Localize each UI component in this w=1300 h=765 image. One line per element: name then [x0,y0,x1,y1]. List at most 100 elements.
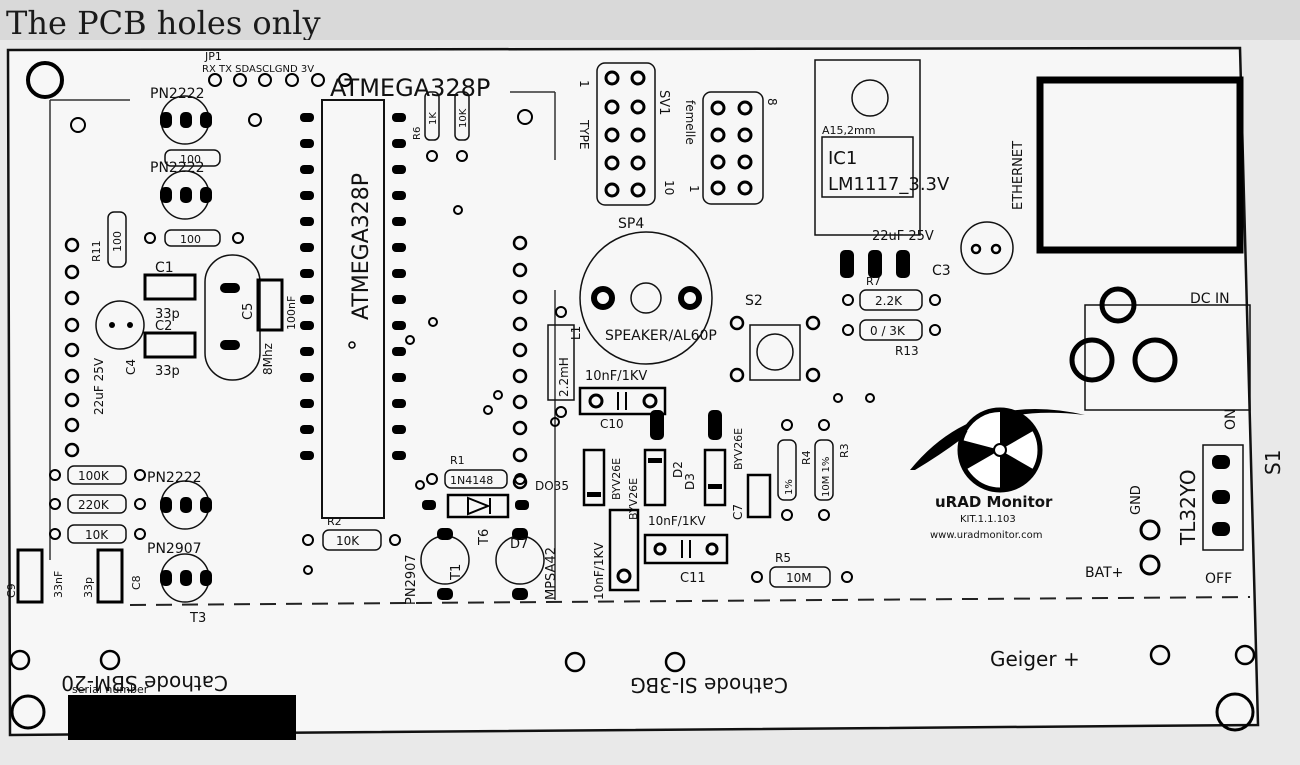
r13-label: R13 [895,344,919,358]
sv1-type-label: TYPE [577,119,591,149]
c-left-value: 10nF/1KV [592,542,606,600]
speaker-label: SPEAKER/AL60P [605,328,717,344]
urad-name: uRAD Monitor [935,493,1053,511]
s1-label: S1 [1261,450,1285,475]
s1-switch [1202,444,1244,551]
transistor-pn2222-b [160,170,212,220]
pn2907-label: PN2907 [404,554,419,605]
c5-value: 100nF [285,296,298,330]
r6-label: R6 [412,127,423,140]
r5-label: R5 [775,551,791,565]
sp4-label: SP4 [618,216,644,232]
t3-label: T3 [189,611,206,626]
r7-label: R7 [866,275,881,288]
board-outline [6,46,1260,737]
off-label: OFF [1205,571,1232,587]
r11-label: R11 [90,240,103,262]
s2-label: S2 [745,293,763,309]
r-220k: 220K [78,498,110,512]
c8-label: C8 [130,575,143,590]
c10-value: 10nF/1KV [585,369,647,384]
d7-label: D7 [510,537,528,552]
c2-value: 33p [155,364,180,379]
c1-value: 33p [155,307,180,322]
jp1-header [208,73,352,87]
r-100-value: 100 [180,233,201,246]
gnd-label: GND [1129,485,1144,515]
c4-value: 22uF 25V [92,357,106,415]
byv26e-3-label: BYV26E [732,428,745,470]
c1-label: C1 [155,260,174,276]
right-pad-column [512,235,528,490]
r-1pct-label: 1% [784,479,795,495]
diode-label: 1N4148 [450,474,493,487]
dc-in-label: DC IN [1190,291,1230,307]
header-pin-labels: RX TX SDASCLGND 3V [202,64,314,75]
c8-value: 33p [82,577,95,598]
transistor-pn2222-c [160,480,212,530]
page-title: The PCB holes only [6,4,321,42]
serial-number-label: serial number [72,683,149,696]
d3-label: D3 [683,473,697,490]
c2-label: C2 [155,319,172,334]
pn2222-c-label: PN2222 [147,470,202,486]
urad-logo [910,407,1085,493]
r4-value: 10M 1% [821,457,832,497]
transistor-pn2222-a [160,95,212,145]
r-10k-label: 10K [458,108,469,128]
femelle-pin8-label: 8 [765,98,779,106]
cathode-sbm20-label: Cathode SBM-20 [61,671,228,695]
left-pad-column [64,237,80,458]
l1-label: L1 [569,326,583,340]
c9-label: C9 [5,583,18,598]
r5-value: 10M [786,571,812,585]
c11-label: C11 [680,571,706,586]
d2-label: D2 [671,461,685,478]
r-10k-left: 10K [85,528,109,542]
t1-label: T1 [449,564,464,581]
r13-value: 0 / 3K [870,324,906,338]
mpsa42-label: MPSA42 [544,547,559,600]
transistor-pn2907-left [160,553,212,603]
cathode-si3bg-label: Cathode SI-3BG [630,673,788,697]
ic1-part-label: LM1117_3.3V [828,174,950,195]
sv1-pins [604,70,646,198]
r2-label: R2 [327,515,342,528]
sv1-label: SV1 [656,90,671,115]
r-100k: 100K [78,469,110,483]
do35-label: DO35 [535,479,569,493]
sv1-pin10-label: 10 [662,180,676,195]
ic1-label: IC1 [828,148,857,169]
r-top-value: 100 [180,153,201,166]
atmega-chip-label: ATMEGA328P [349,173,374,320]
mount-hole-tl [26,61,64,99]
sv1-pin1-label: 1 [577,80,591,88]
ic1-dim-label: A15,2mm [822,124,875,137]
crystal-label: 8Mhz [261,343,275,375]
femelle-pins [710,100,753,196]
c3-label: C3 [932,263,951,279]
tl32yo-label: TL32YO [1176,469,1200,546]
atmega-pins-left [300,113,314,460]
femelle-label: femelle [683,100,697,145]
atmega-top-label: ATMEGA328P [330,74,490,102]
pn2222-b-label: PN2222 [150,160,205,176]
ethernet-label: ETHERNET [1011,141,1026,210]
dashed-cut-line [129,596,1251,606]
r7-value: 2.2K [875,294,903,308]
pn2907-left-label: PN2907 [147,541,202,557]
on-label: ON [1223,409,1239,431]
c5-label: C5 [241,303,256,320]
r1-label: R1 [450,454,465,467]
atmega-chip-outline [321,99,385,519]
serial-number-box [68,695,296,740]
r4-label: R4 [800,450,813,465]
ethernet-jack [1036,76,1244,254]
urad-kit: KIT.1.1.103 [960,514,1016,525]
jp1-label: JP1 [204,50,222,63]
urad-url: www.uradmonitor.com [930,530,1042,541]
r2-value: 10K [336,534,360,548]
c11-value: 10nF/1KV [648,514,706,528]
atmega-pins-right [392,113,406,460]
speaker-outline [579,231,713,365]
